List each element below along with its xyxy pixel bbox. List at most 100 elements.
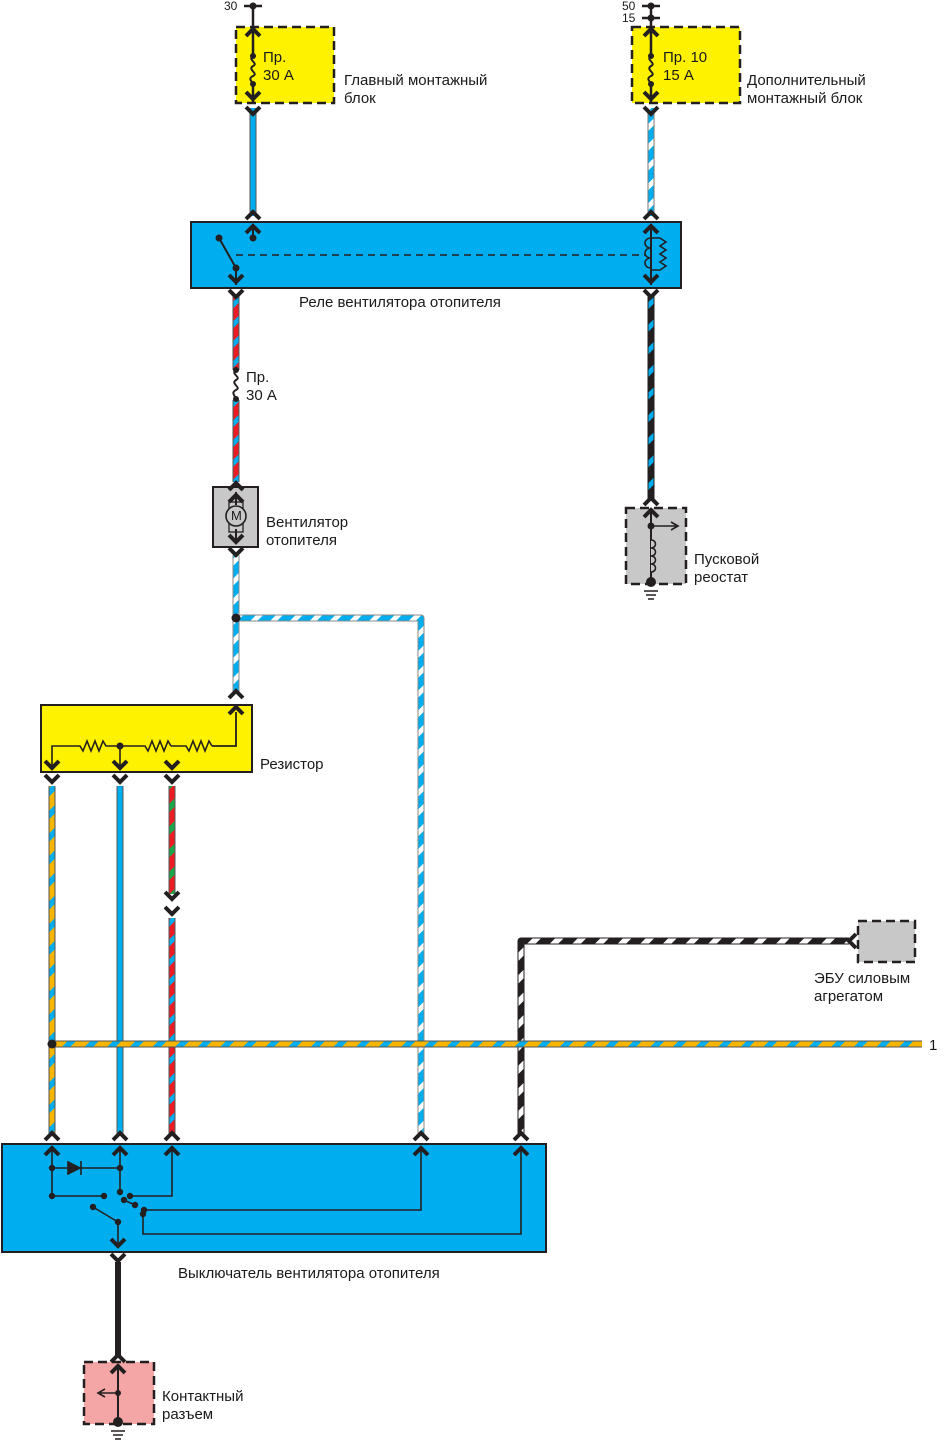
relay-label: Реле вентилятора отопителя <box>299 294 501 311</box>
connector-chevron-icon <box>244 105 262 117</box>
ignition-switch-label-2: реостат <box>694 569 749 586</box>
connector-chevron-icon <box>43 759 61 771</box>
connector-chevron-icon <box>512 1130 530 1142</box>
main-fuse-name: Пр. <box>263 49 287 66</box>
connector-block <box>82 1360 156 1440</box>
arrow-right-icon <box>651 521 680 531</box>
terminal-30 <box>244 2 262 26</box>
aux-fuse-name: Пр. 10 <box>663 49 708 66</box>
connector-chevron-icon <box>111 1145 129 1157</box>
bus-terminal-label: 1 <box>929 1037 938 1054</box>
fan-motor-label-2: отопителя <box>266 532 337 549</box>
connector-chevron-icon <box>163 773 181 785</box>
arrow-left-icon <box>96 1388 118 1398</box>
connector-chevron-icon <box>109 1252 127 1264</box>
terminal-30-label: 30 <box>224 0 238 13</box>
inline-fuse-rating: 30 А <box>246 387 277 404</box>
main-block-label: Главный монтажный <box>344 72 488 89</box>
resistor-icon <box>51 738 120 770</box>
connector-chevron-icon <box>163 1145 181 1157</box>
connector-chevron-icon <box>244 209 262 221</box>
connector-chevron-icon <box>512 1145 530 1157</box>
resistor-block <box>40 704 253 773</box>
ground-icon <box>111 1430 125 1440</box>
inline-fuse-name: Пр. <box>246 369 270 386</box>
aux-fuse-block <box>630 25 742 105</box>
connector-chevron-icon <box>642 26 660 38</box>
connector-chevron-icon <box>227 288 245 300</box>
aux-block-label-2: монтажный блок <box>747 90 863 107</box>
connector-chevron-icon <box>163 1130 181 1142</box>
main-fuse-rating: 30 А <box>263 67 294 84</box>
connector-chevron-icon <box>412 1130 430 1142</box>
terminal-50-15 <box>642 2 660 26</box>
fan-motor-label: Вентилятор <box>266 514 349 531</box>
connector-chevron-icon <box>642 209 660 221</box>
wires <box>48 108 922 1356</box>
connector-chevron-icon <box>227 546 245 558</box>
terminal-50-label: 50 <box>622 0 636 13</box>
fuse-icon <box>249 55 256 85</box>
ignition-switch-label: Пусковой <box>694 551 760 568</box>
motor-symbol: M <box>231 508 242 523</box>
aux-fuse-rating: 15 А <box>663 67 694 84</box>
connector-chevrons <box>43 26 858 1375</box>
relay-coil-icon <box>644 237 668 271</box>
connector-chevron-icon <box>227 704 245 716</box>
connector-chevron-icon <box>163 759 181 771</box>
connector-chevron-icon <box>642 223 660 235</box>
resistor-icon <box>120 738 172 754</box>
fan-switch-label: Выключатель вентилятора отопителя <box>178 1265 440 1282</box>
connector-chevron-icon <box>43 1145 61 1157</box>
connector-chevron-icon <box>642 90 660 102</box>
main-fuse-block <box>234 25 336 105</box>
resistor-icon <box>171 738 213 754</box>
connector-chevron-icon <box>43 773 61 785</box>
connector-chevron-icon <box>43 1130 61 1142</box>
junction-dots <box>47 613 241 1049</box>
ignition-switch-block <box>624 506 688 600</box>
coil-icon <box>650 539 657 573</box>
wire-blackwhite-ecu-to-switch <box>517 937 849 1134</box>
main-block-label-2: блок <box>344 90 376 107</box>
connector-chevron-icon <box>111 1130 129 1142</box>
connector-chevron-icon <box>109 1363 127 1375</box>
connector-chevron-icon <box>244 223 262 235</box>
motor-icon <box>225 505 247 527</box>
connector-chevron-icon <box>163 890 181 902</box>
connector-chevron-icon <box>642 105 660 117</box>
connector-chevron-icon <box>227 480 245 492</box>
connector-chevron-icon <box>846 932 858 950</box>
ecu-block <box>856 919 917 964</box>
terminal-15-label: 15 <box>622 11 636 25</box>
connector-chevron-icon <box>111 773 129 785</box>
connector-chevron-icon <box>244 90 262 102</box>
fuse-icon <box>647 55 654 85</box>
connector-chevron-icon <box>163 905 181 917</box>
connector-label: Контактный <box>162 1388 244 1405</box>
connector-chevron-icon <box>412 1145 430 1157</box>
connector-chevron-icon <box>109 1352 127 1364</box>
connector-chevron-icon <box>109 1237 127 1249</box>
resistor-label: Резистор <box>260 756 324 773</box>
connector-chevron-icon <box>227 533 245 545</box>
aux-block-label: Дополнительный <box>747 72 866 89</box>
ground-icon <box>644 590 658 600</box>
connector-label-2: разъем <box>162 1406 214 1423</box>
relay-block <box>190 221 682 289</box>
ecu-label-2: агрегатом <box>814 988 884 1005</box>
diode-icon <box>67 1160 82 1176</box>
connector-chevron-icon <box>111 759 129 771</box>
connector-chevron-icon <box>227 273 245 285</box>
connector-chevron-icon <box>227 492 245 504</box>
connector-chevron-icon <box>244 26 262 38</box>
inline-fuse <box>232 367 239 402</box>
connector-chevron-icon <box>227 688 245 700</box>
connector-chevron-icon <box>642 288 660 300</box>
connector-chevron-icon <box>642 495 660 507</box>
ecu-label: ЭБУ силовым <box>814 970 911 987</box>
connector-chevron-icon <box>642 507 660 519</box>
fan-switch-block <box>1 1143 547 1253</box>
connector-chevron-icon <box>642 273 660 285</box>
